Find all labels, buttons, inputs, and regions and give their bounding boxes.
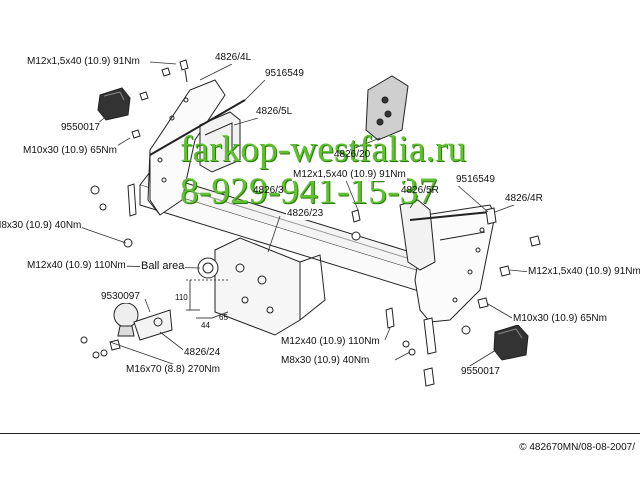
label-part-4826-5r: 4826/5R <box>401 185 439 196</box>
left-inner-bracket <box>199 111 241 173</box>
label-part-9516549-top: 9516549 <box>264 68 305 80</box>
dimension-65: 65 <box>219 313 228 322</box>
label-part-9550017-left: 9550017 <box>60 122 101 134</box>
footer-code: © 482670MN/08-08-2007/ <box>518 442 636 454</box>
tow-ball-assembly <box>113 302 173 341</box>
label-part-9550017-right: 9550017 <box>460 366 501 378</box>
label-part-9516549-right: 9516549 <box>455 174 496 186</box>
label-bolt-m10-65-left: M10x30 (10.9) 65Nm <box>22 145 118 157</box>
label-part-4826-23: 4826/23 <box>286 208 325 220</box>
rubber-stop-right <box>493 324 529 361</box>
rubber-stop-left <box>97 87 131 121</box>
left-bracket <box>147 79 226 216</box>
label-bolt-m12-110-left: M12x40 (10.9) 110Nm <box>26 260 127 272</box>
ball-mount <box>197 257 219 279</box>
label-part-4826-5l: 4826/5L <box>255 106 294 118</box>
watermark-site: farkop-westfalia.ru <box>180 129 467 170</box>
label-part-4826-20: 4826/20 <box>334 149 371 160</box>
center-mount-plate <box>214 237 326 336</box>
label-bolt-m12-91-left: M12x1,5x40 (10.9) 91Nm <box>26 56 141 68</box>
label-bolt-m10-65-right: M10x30 (10.9) 65Nm <box>512 313 608 325</box>
label-bolt-m8-40-left: M8x30 (10.9) 40Nm <box>0 220 83 232</box>
crossbar <box>139 171 431 293</box>
label-ball-area: Ball area <box>140 260 186 272</box>
label-part-4826-4l: 4826/4L <box>214 52 253 64</box>
label-bolt-m12-91-center: M12x1,5x40 (10.9) 91Nm <box>292 169 407 181</box>
label-bolt-m12-91-right: M12x1,5x40 (10.9) 91Nm <box>527 266 640 278</box>
label-bolt-m16-270: M16x70 (8.8) 270Nm <box>125 364 221 376</box>
label-bolt-m12-110-center: M12x40 (10.9) 110Nm <box>280 336 381 348</box>
electrical-socket <box>365 75 409 141</box>
label-part-4826-3: 4826/3 <box>253 185 284 196</box>
label-part-9530097: 9530097 <box>100 291 141 303</box>
dimension-44: 44 <box>201 321 210 330</box>
right-bracket <box>414 204 496 323</box>
footer-rule <box>0 433 640 434</box>
ball-area-dimension <box>186 279 230 319</box>
label-bolt-m8-40-center: M8x30 (10.9) 40Nm <box>280 355 371 367</box>
label-part-4826-24: 4826/24 <box>183 347 222 359</box>
label-part-4826-4r: 4826/4R <box>504 193 544 205</box>
dimension-110: 110 <box>175 293 188 302</box>
